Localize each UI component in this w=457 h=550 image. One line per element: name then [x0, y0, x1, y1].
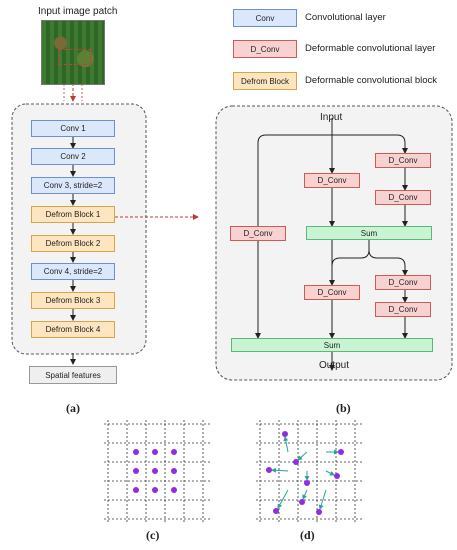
block-input-label: Input: [320, 112, 343, 123]
legend-block-text: Deformable convolutional block: [305, 75, 438, 86]
deformed-sample-points: [266, 431, 344, 515]
sum-2: Sum: [231, 338, 433, 352]
dconv-left: D_Conv: [230, 226, 286, 241]
layer-conv-1: Conv 1: [31, 120, 115, 137]
regular-sample-points: [133, 449, 177, 493]
layer-conv-2: Conv 2: [31, 148, 115, 165]
legend-block-box: Defrom Block: [233, 72, 297, 90]
input-image-patch: [41, 20, 105, 85]
legend-conv-text: Convolutional layer: [305, 12, 386, 23]
layer-defrom-block-3: Defrom Block 3: [31, 292, 115, 309]
legend-dconv-box: D_Conv: [233, 40, 297, 58]
layer-conv-4: Conv 4, stride=2: [31, 263, 115, 280]
layer-defrom-block-2: Defrom Block 2: [31, 235, 115, 252]
panel-d-label: (d): [300, 528, 315, 542]
legend-conv-box: Conv: [233, 9, 297, 27]
block-output-label: Output: [319, 360, 350, 371]
regular-grid: [104, 420, 210, 522]
spatial-features-box: Spatial features: [29, 366, 117, 384]
dconv-right-2: D_Conv: [375, 190, 431, 205]
patch-highlight-box: [59, 49, 91, 65]
deformable-grid: [256, 420, 362, 522]
layer-conv-3: Conv 3, stride=2: [31, 177, 115, 194]
panel-c-label: (c): [146, 528, 160, 542]
legend-dconv-text: Deformable convolutional layer: [305, 43, 436, 54]
dconv-center-2: D_Conv: [304, 285, 360, 300]
panel-b-label: (b): [336, 401, 351, 415]
input-patch-title: Input image patch: [38, 6, 118, 17]
dconv-right-3: D_Conv: [375, 275, 431, 290]
layer-defrom-block-4: Defrom Block 4: [31, 321, 115, 338]
layer-defrom-block-1: Defrom Block 1: [31, 206, 115, 223]
panel-a-label: (a): [66, 401, 80, 415]
sum-1: Sum: [306, 226, 432, 240]
offset-arrows: [271, 436, 339, 510]
dconv-right-1: D_Conv: [375, 153, 431, 168]
dconv-right-4: D_Conv: [375, 302, 431, 317]
dconv-center-1: D_Conv: [304, 173, 360, 188]
